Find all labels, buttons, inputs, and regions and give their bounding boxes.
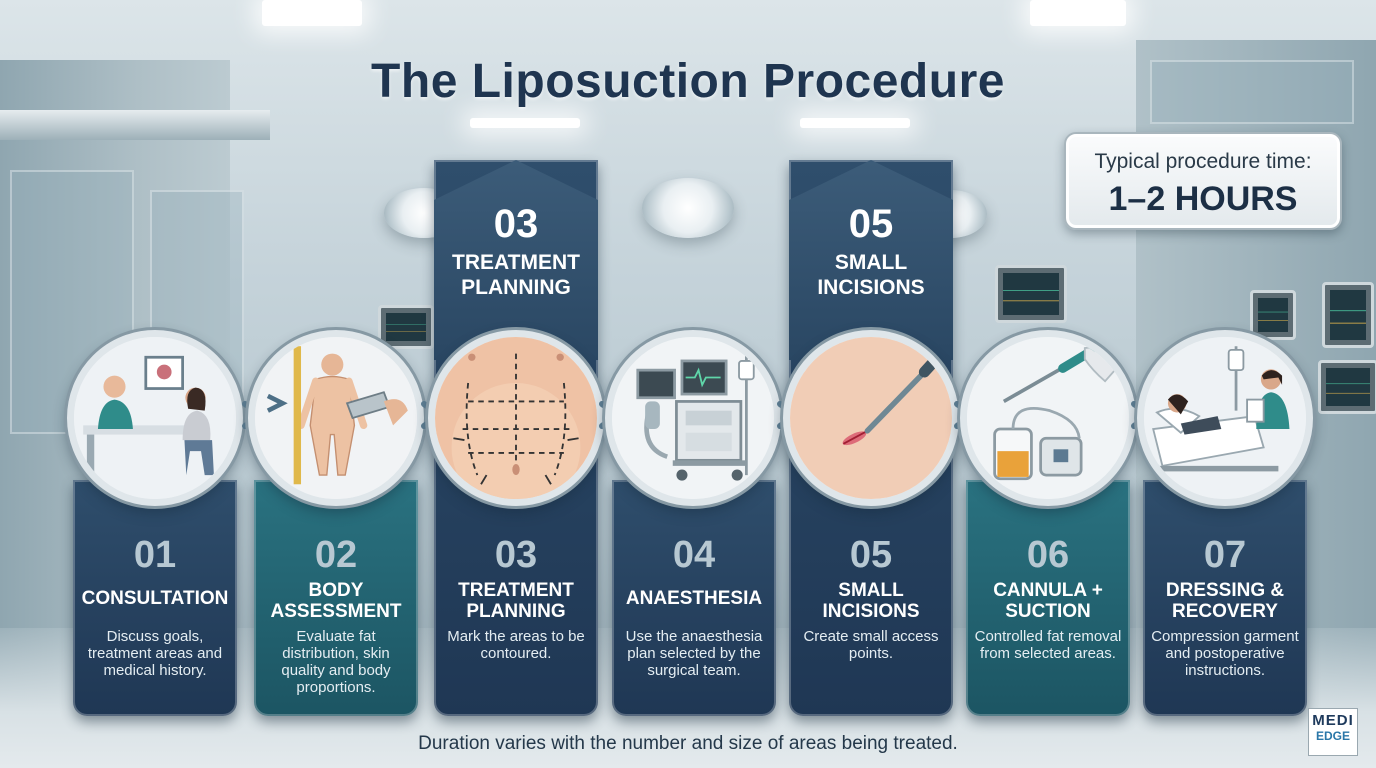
door-rail (0, 110, 270, 140)
step-number: 02 (314, 534, 358, 576)
step-description: Mark the areas to be contoured. (447, 628, 585, 662)
step-card-cannula-suction: 06 CANNULA + SUCTION Controlled fat remo… (966, 480, 1130, 716)
body-measurement-illustration-icon (248, 330, 424, 506)
step-card-body-assessment: 02 BODY ASSESSMENT Evaluate fat distribu… (254, 480, 418, 716)
procedure-time-value: 1–2 HOURS (1108, 180, 1298, 218)
ceiling-light (470, 118, 580, 128)
step-card-consultation: 01 CONSULTATION Discuss goals, treatment… (73, 480, 237, 716)
brand-logo: MEDI EDGE (1308, 708, 1358, 756)
incision-illustration-icon (783, 330, 959, 506)
step-description: Controlled fat removal from selected are… (974, 628, 1122, 662)
wall-monitor (1250, 290, 1296, 340)
wall-monitor (995, 265, 1067, 323)
recovery-bed-illustration-icon (1137, 330, 1313, 506)
marked-abdomen-illustration-icon (428, 330, 604, 506)
step-title: CONSULTATION (81, 588, 229, 609)
wall-monitor (1322, 282, 1374, 348)
step-title: TREATMENT PLANNING (458, 580, 574, 622)
procedure-time-card: Typical procedure time: 1–2 HOURS (1064, 132, 1342, 230)
step-card-dressing-recovery: 07 DRESSING & RECOVERY Compression garme… (1143, 480, 1307, 716)
step-number: 06 (1026, 534, 1070, 576)
step-number: 01 (133, 534, 177, 576)
footer-note: Duration varies with the number and size… (418, 733, 958, 754)
step-description: Evaluate fat distribution, skin quality … (281, 628, 391, 696)
surgical-lamp (642, 178, 734, 238)
suction-cannula-illustration-icon (960, 330, 1136, 506)
ceiling-light (800, 118, 910, 128)
step-tower-number: 03 (493, 202, 539, 246)
step-number: 04 (672, 534, 716, 576)
step-title: ANAESTHESIA (625, 588, 763, 609)
ceiling-light (262, 0, 362, 26)
step-number: 05 (849, 534, 893, 576)
consultation-illustration-icon (67, 330, 243, 506)
anaesthesia-machine-illustration-icon (605, 330, 781, 506)
step-title: DRESSING & RECOVERY (1165, 580, 1285, 622)
step-tower-header: 05 SMALL INCISIONS (789, 160, 953, 360)
wall-panel (1150, 60, 1354, 124)
step-title: SMALL INCISIONS (822, 580, 920, 622)
step-number: 03 (494, 534, 538, 576)
brand-logo-bottom: EDGE (1315, 729, 1350, 743)
procedure-time-label: Typical procedure time: (1094, 150, 1312, 173)
page-title: The Liposuction Procedure (371, 55, 1005, 108)
step-description: Create small access points. (803, 628, 939, 662)
step-description: Use the anaesthesia plan selected by the… (625, 628, 763, 679)
step-tower-header: 03 TREATMENT PLANNING (434, 160, 598, 360)
step-description: Discuss goals, treatment areas and medic… (87, 628, 223, 679)
brand-logo-top: MEDI (1312, 712, 1354, 729)
ceiling-light (1030, 0, 1126, 26)
step-number: 07 (1203, 534, 1247, 576)
step-title: BODY ASSESSMENT (270, 580, 402, 622)
step-tower-title: SMALL INCISIONS (817, 251, 925, 299)
step-title: CANNULA + SUCTION (993, 580, 1103, 622)
wall-monitor (378, 305, 434, 349)
step-tower-number: 05 (848, 202, 894, 246)
step-card-anaesthesia: 04 ANAESTHESIA Use the anaesthesia plan … (612, 480, 776, 716)
step-description: Compression garment and postoperative in… (1151, 628, 1299, 679)
wall-monitor (1318, 360, 1376, 414)
step-tower-title: TREATMENT PLANNING (452, 251, 580, 299)
